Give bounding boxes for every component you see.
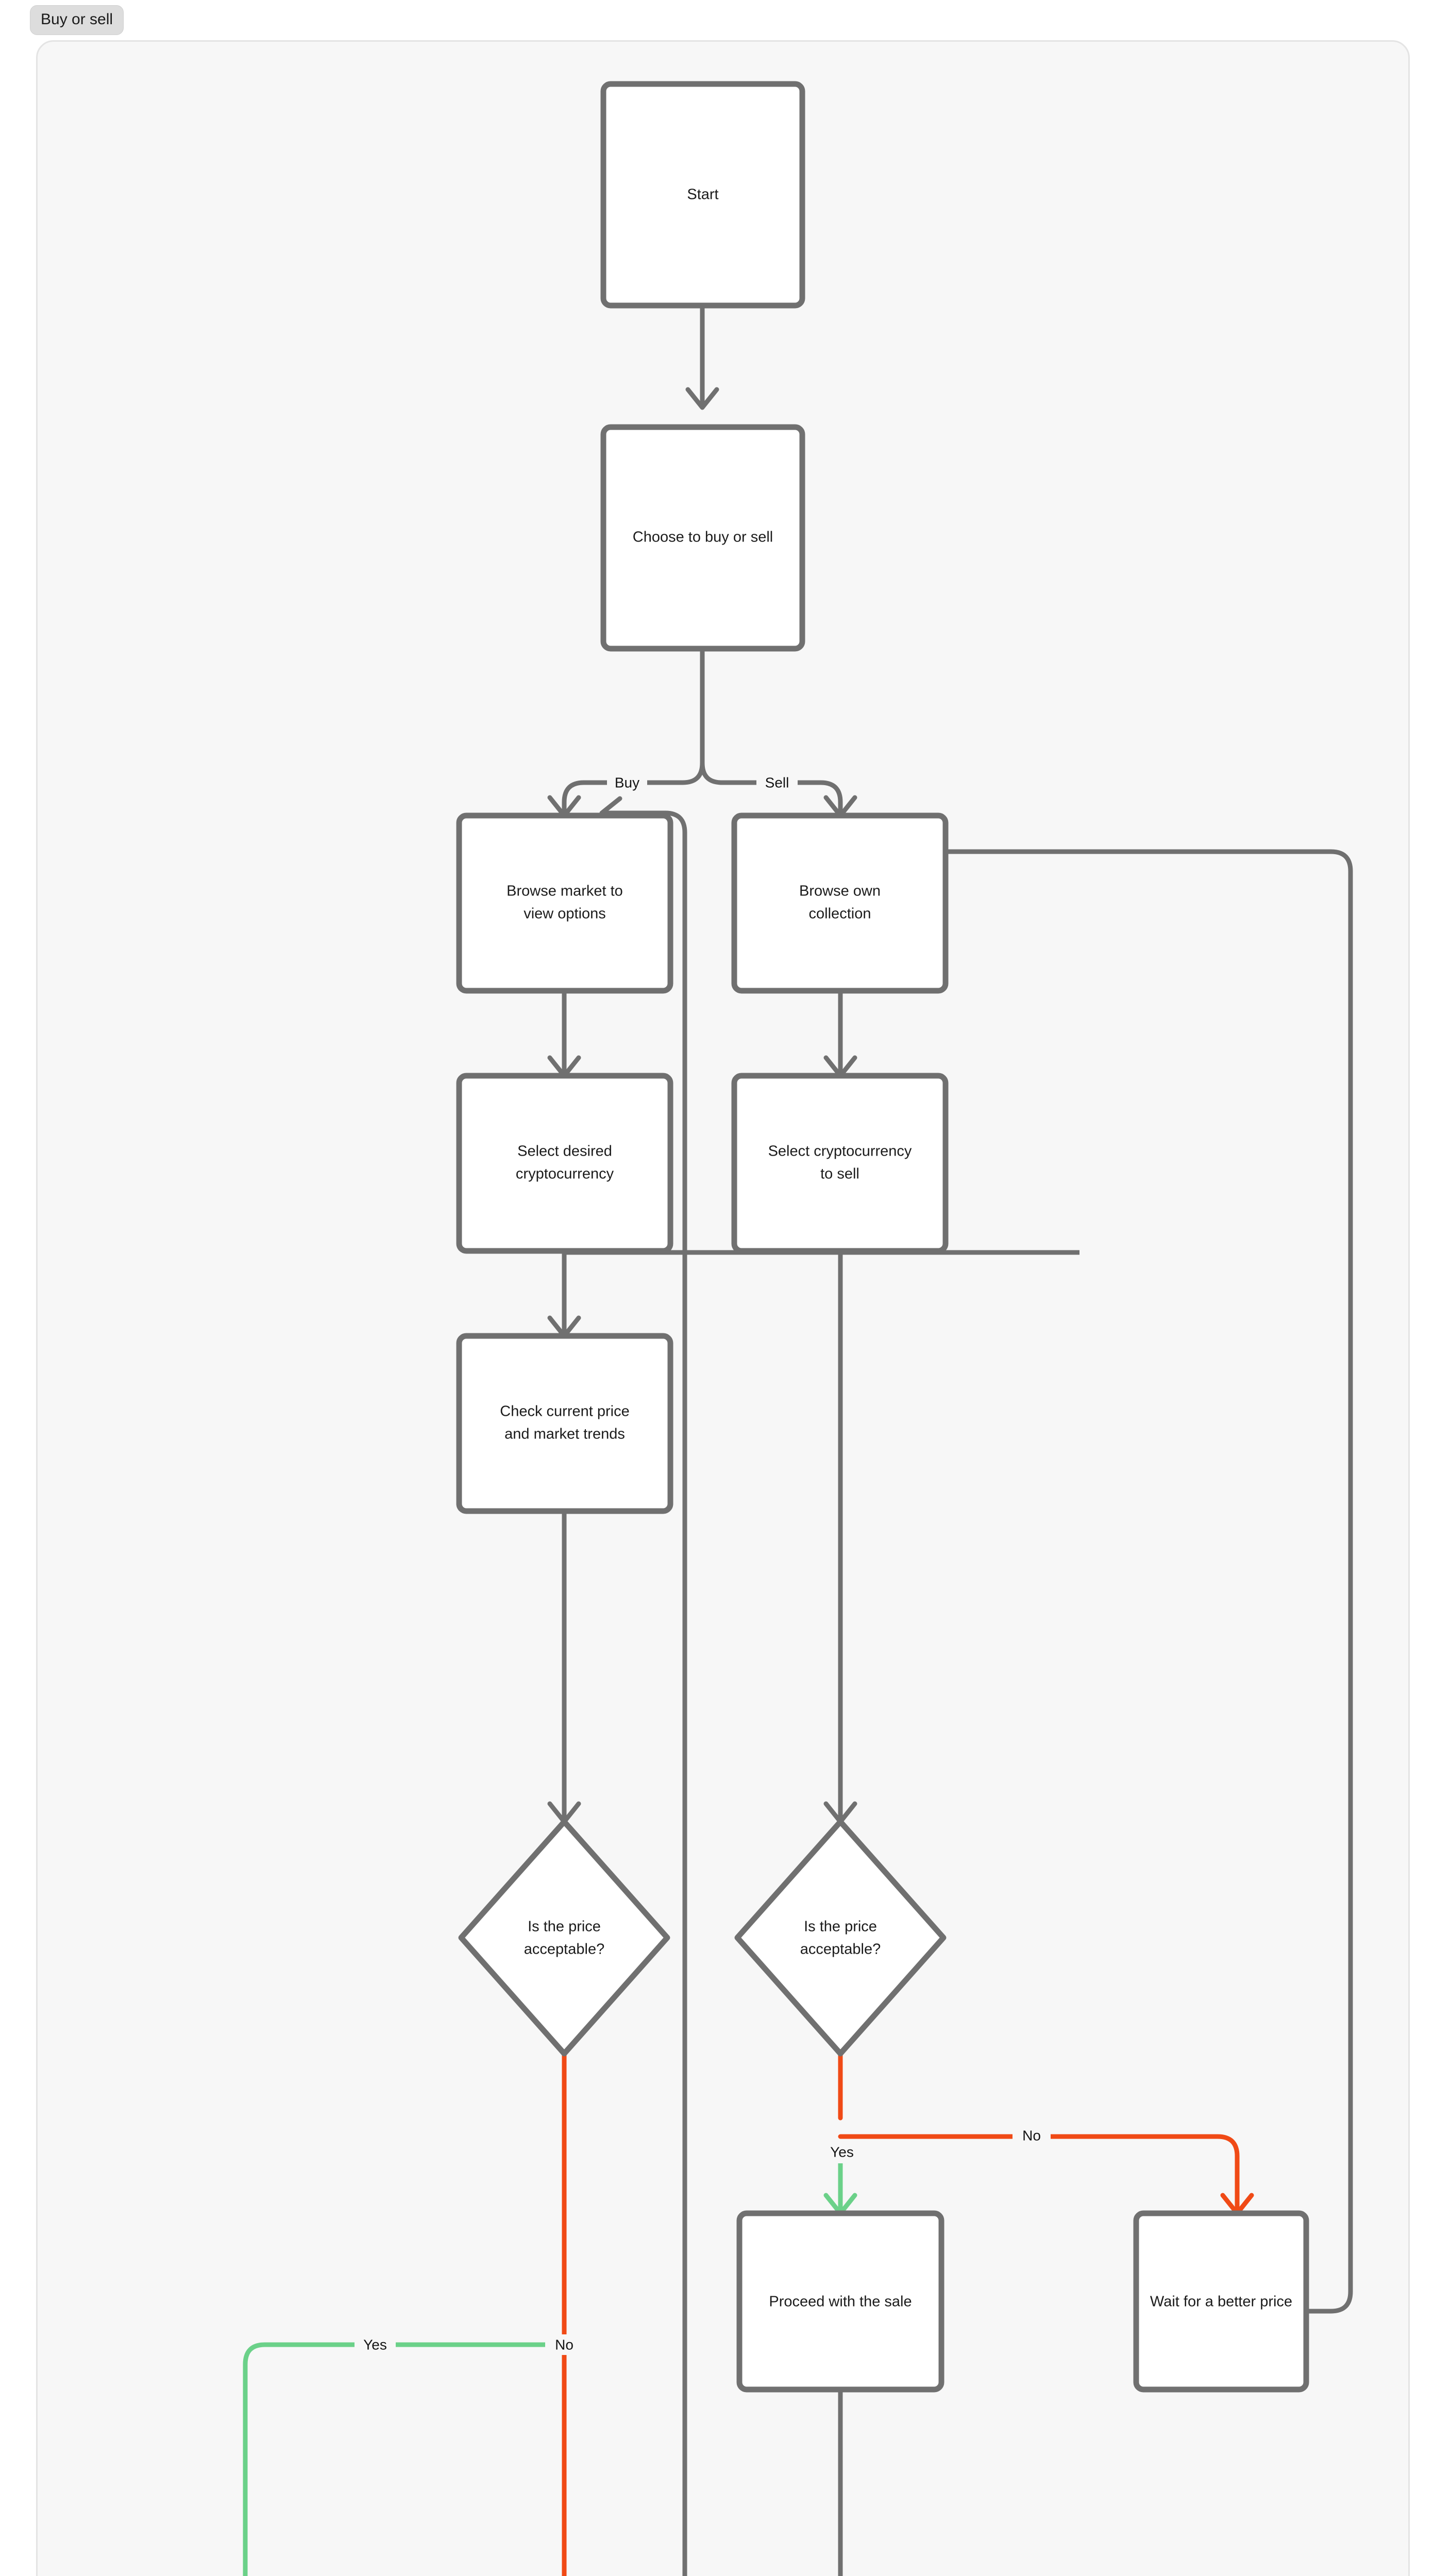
svg-text:Choose to buy or sell: Choose to buy or sell [633, 529, 773, 546]
node-start[interactable]: Start [600, 81, 805, 309]
svg-text:Is the price: Is the price [528, 1919, 601, 1935]
edge-start-to-choose [685, 303, 719, 410]
node-select-cryptocurrency-to-sell[interactable]: Select cryptocurrency to sell [731, 1073, 949, 1254]
edge-select-desired-to-check-price [547, 1248, 1079, 1338]
svg-text:Buy: Buy [615, 774, 639, 790]
node-check-current-price[interactable]: Check current price and market trends [456, 1333, 673, 1514]
edge-proceed-sale-to-txn-sell [838, 2387, 843, 2576]
svg-text:Check current price: Check current price [500, 1403, 629, 1420]
edge-label-yes-sell: Yes [821, 2143, 863, 2163]
svg-text:and market trends: and market trends [504, 1426, 625, 1443]
flowchart-svg: Buy Sell [243, 81, 1353, 2576]
edge-check-price-to-decide-buy [547, 1509, 581, 1824]
edge-browse-own-to-select-to-sell [823, 988, 857, 1078]
svg-text:to sell: to sell [820, 1166, 859, 1182]
svg-text:acceptable?: acceptable? [524, 1941, 604, 1958]
svg-text:Browse market to: Browse market to [507, 883, 623, 900]
node-proceed-with-the-sale[interactable]: Proceed with the sale [736, 2210, 944, 2393]
svg-text:Select cryptocurrency: Select cryptocurrency [768, 1143, 912, 1160]
tab-bar: Buy or sell [30, 5, 124, 35]
edge-decide-buy-yes [243, 2342, 567, 2576]
edge-wait-sell-to-browse-own [875, 835, 1353, 2314]
diagram-canvas[interactable]: Buy Sell [36, 40, 1410, 2576]
tab-buy-or-sell[interactable]: Buy or sell [30, 5, 124, 35]
edge-decide-buy-no [562, 2051, 567, 2576]
node-browse-market[interactable]: Browse market to view options [456, 812, 673, 994]
node-select-desired-cryptocurrency[interactable]: Select desired cryptocurrency [456, 1073, 673, 1254]
svg-text:Start: Start [687, 187, 718, 203]
edge-browse-market-to-select-desired [547, 988, 581, 1078]
node-decision-price-acceptable-sell[interactable]: Is the price acceptable? [734, 1819, 947, 2057]
node-choose-to-buy-or-sell[interactable]: Choose to buy or sell [600, 424, 805, 652]
node-decision-price-acceptable-buy[interactable]: Is the price acceptable? [458, 1819, 670, 2057]
edge-decide-sell-no [838, 2134, 1254, 2216]
svg-text:Proceed with the sale: Proceed with the sale [769, 2294, 912, 2310]
svg-text:acceptable?: acceptable? [800, 1941, 881, 1958]
svg-text:Is the price: Is the price [804, 1919, 877, 1935]
edge-label-no-buy: No [545, 2334, 583, 2355]
svg-text:Select desired: Select desired [517, 1143, 612, 1160]
svg-text:Wait for a better price: Wait for a better price [1150, 2294, 1292, 2310]
svg-text:Sell: Sell [765, 774, 789, 790]
svg-text:collection: collection [809, 906, 871, 922]
edge-label-no-sell: No [1013, 2126, 1051, 2147]
svg-text:Yes: Yes [830, 2144, 854, 2160]
svg-text:view options: view options [524, 906, 606, 922]
edge-label-sell: Sell [756, 772, 798, 793]
node-browse-own-collection[interactable]: Browse own collection [731, 812, 949, 994]
edge-wait-buy-to-browse-market [599, 796, 687, 2576]
edge-select-to-sell-to-decide-sell [823, 1250, 857, 1824]
edge-label-yes-buy: Yes [355, 2334, 396, 2355]
svg-text:No: No [555, 2336, 573, 2352]
svg-text:Yes: Yes [363, 2336, 387, 2352]
svg-text:No: No [1022, 2127, 1041, 2143]
edge-label-buy: Buy [607, 772, 647, 793]
node-wait-for-better-price-sell[interactable]: Wait for a better price [1133, 2210, 1309, 2393]
svg-text:cryptocurrency: cryptocurrency [516, 1166, 614, 1182]
svg-text:Browse own: Browse own [799, 883, 881, 900]
